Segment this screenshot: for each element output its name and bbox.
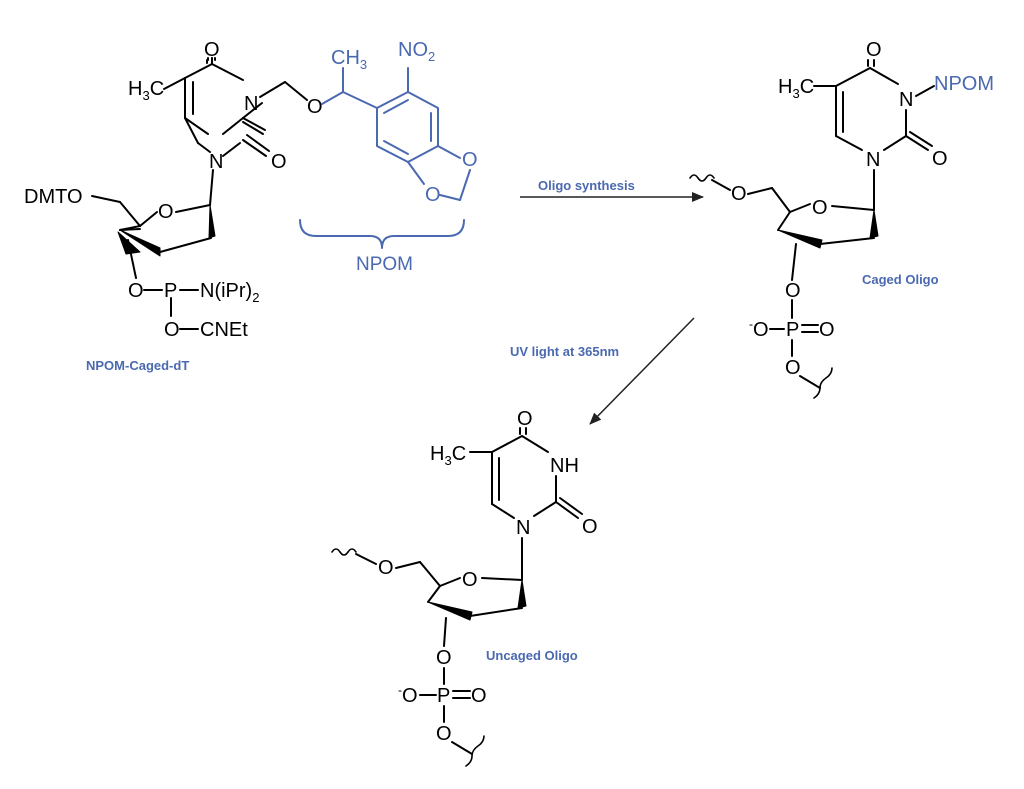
arrow1-label: Oligo synthesis: [538, 178, 635, 193]
npom-group: CH3 NO2 O O NPOM: [299, 39, 478, 275]
thymine-ring-1: [163, 57, 266, 135]
atom-methyl-2: H3C: [778, 76, 814, 101]
atom-nh-3: NH: [550, 455, 579, 477]
atom-linker-o-1: O: [307, 96, 323, 118]
atom-o-top-2: O: [866, 39, 882, 61]
atom-dmto: DMTO: [24, 186, 83, 208]
wavy-bond-5prime-2: [689, 174, 715, 182]
atom-o3-2: O: [785, 280, 801, 302]
atom-n3-npom: NPOM: [934, 73, 994, 95]
molecule-caged-oligo: O N NPOM O N H3C O O O -O P: [689, 39, 994, 399]
atom-ring-o-1: O: [158, 201, 174, 223]
atom-o2-dioxole: O: [425, 184, 441, 206]
atom-n1-1: N: [209, 151, 223, 173]
atom-no2-npom: NO2: [398, 39, 435, 64]
caption-npom-caged-dt: NPOM-Caged-dT: [86, 358, 189, 373]
atom-ch3-npom: CH3: [331, 47, 367, 72]
atom-o-right-2: O: [932, 148, 948, 170]
wavy-bond-3prime-2: [813, 367, 833, 399]
molecule-uncaged-oligo: O NH O N H3C O O O -O P: [331, 408, 598, 767]
caption-uncaged-oligo: Uncaged Oligo: [486, 648, 578, 663]
arrow-uv-light: UV light at 365nm: [510, 317, 695, 425]
atom-p-2: P: [786, 319, 799, 341]
atom-o-bottom-2: O: [785, 357, 801, 379]
atom-o5-3: O: [378, 557, 394, 579]
atom-o-top-3: O: [517, 408, 533, 430]
atom-o5-2: O: [731, 183, 747, 205]
atom-o3-1: O: [128, 280, 144, 302]
atom-phosphate-o-double-2: O: [819, 319, 835, 341]
wavy-bond-5prime-3: [331, 548, 357, 556]
atom-o3-3: O: [436, 647, 452, 669]
atom-niPr: N(iPr)2: [200, 280, 259, 305]
caption-caged-oligo: Caged Oligo: [862, 272, 939, 287]
atom-ring-o-3: O: [462, 569, 478, 591]
atom-p-1: P: [164, 280, 177, 302]
atom-n1-3: N: [516, 517, 530, 539]
atom-cnet: CNEt: [200, 319, 248, 341]
atom-o1-dioxole: O: [462, 149, 478, 171]
atom-n3-2: N: [899, 89, 913, 111]
atom-o-right-3: O: [582, 516, 598, 538]
npom-brace: [299, 219, 465, 249]
arrow2-label: UV light at 365nm: [510, 344, 619, 359]
atom-methyl-1: H3C: [128, 78, 164, 103]
npom-brace-label: NPOM: [356, 254, 413, 275]
atom-phosphate-o-minus-3: -O: [398, 683, 418, 707]
atom-o-right-1: O: [271, 151, 287, 173]
atom-o-bottom-3: O: [436, 723, 452, 745]
atom-o-cnet: O: [164, 319, 180, 341]
sugar-ring-1: O DMTO: [24, 186, 216, 279]
molecule-npom-caged-dt: O H3C N O N O CH3 NO2 O: [24, 39, 478, 373]
atom-o-top-1: O: [204, 39, 220, 61]
wavy-bond-3prime-3: [465, 735, 485, 767]
atom-ring-o-2: O: [812, 197, 828, 219]
atom-n3-1: N: [244, 93, 258, 115]
atom-phosphate-o-double-3: O: [471, 685, 487, 707]
atom-phosphate-o-minus-2: -O: [749, 317, 769, 341]
arrow-oligo-synthesis: Oligo synthesis: [520, 178, 704, 202]
atom-n1-2: N: [866, 149, 880, 171]
atom-methyl-3: H3C: [430, 443, 466, 468]
atom-p-3: P: [437, 685, 450, 707]
